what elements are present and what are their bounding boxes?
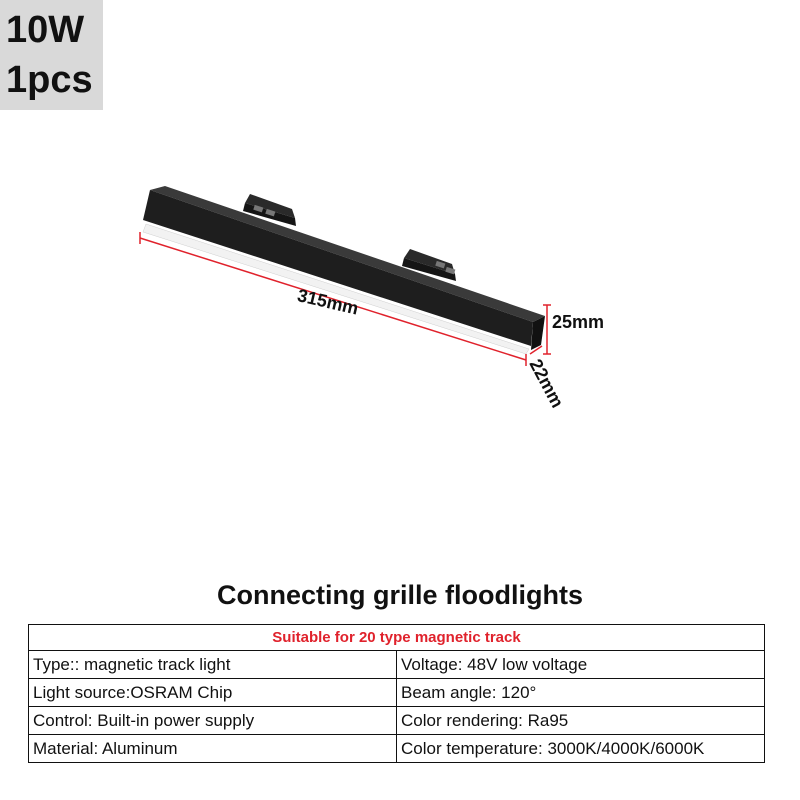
- spec-color-temperature: Color temperature: 3000K/4000K/6000K: [396, 734, 765, 763]
- spec-color-rendering: Color rendering: Ra95: [396, 706, 765, 735]
- quantity-label: 1pcs: [6, 59, 93, 101]
- width-label: 22mm: [526, 356, 568, 411]
- wattage-label: 10W: [6, 9, 85, 51]
- fixture-diffuser: [142, 223, 530, 355]
- length-dimension-line: [139, 237, 527, 361]
- compatibility-note: Suitable for 20 type magnetic track: [28, 624, 765, 651]
- fixture-front-face: [143, 190, 533, 346]
- table-row: Type:: magnetic track light Voltage: 48V…: [28, 650, 765, 679]
- spec-header-row: Suitable for 20 type magnetic track: [28, 624, 765, 651]
- spec-control: Control: Built-in power supply: [28, 706, 397, 735]
- fixture-end-cap: [531, 316, 545, 350]
- table-row: Material: Aluminum Color temperature: 30…: [28, 734, 765, 763]
- spec-light-source: Light source:OSRAM Chip: [28, 678, 397, 707]
- magnetic-connector-left: [243, 194, 296, 226]
- track-light-illustration: 315mm 25mm 22mm: [139, 186, 604, 411]
- height-label: 25mm: [552, 312, 604, 332]
- table-row: Light source:OSRAM Chip Beam angle: 120°: [28, 678, 765, 707]
- magnetic-connector-right: [402, 249, 456, 281]
- table-row: Control: Built-in power supply Color ren…: [28, 706, 765, 735]
- product-title: Connecting grille floodlights: [217, 580, 583, 610]
- spec-table: Suitable for 20 type magnetic track Type…: [28, 624, 765, 763]
- wattage-quantity-badge: 10W 1pcs: [0, 0, 103, 110]
- spec-type: Type:: magnetic track light: [28, 650, 397, 679]
- width-dimension-line: [529, 345, 543, 355]
- spec-beam-angle: Beam angle: 120°: [396, 678, 765, 707]
- spec-material: Material: Aluminum: [28, 734, 397, 763]
- fixture-top-face: [150, 186, 545, 322]
- spec-voltage: Voltage: 48V low voltage: [396, 650, 765, 679]
